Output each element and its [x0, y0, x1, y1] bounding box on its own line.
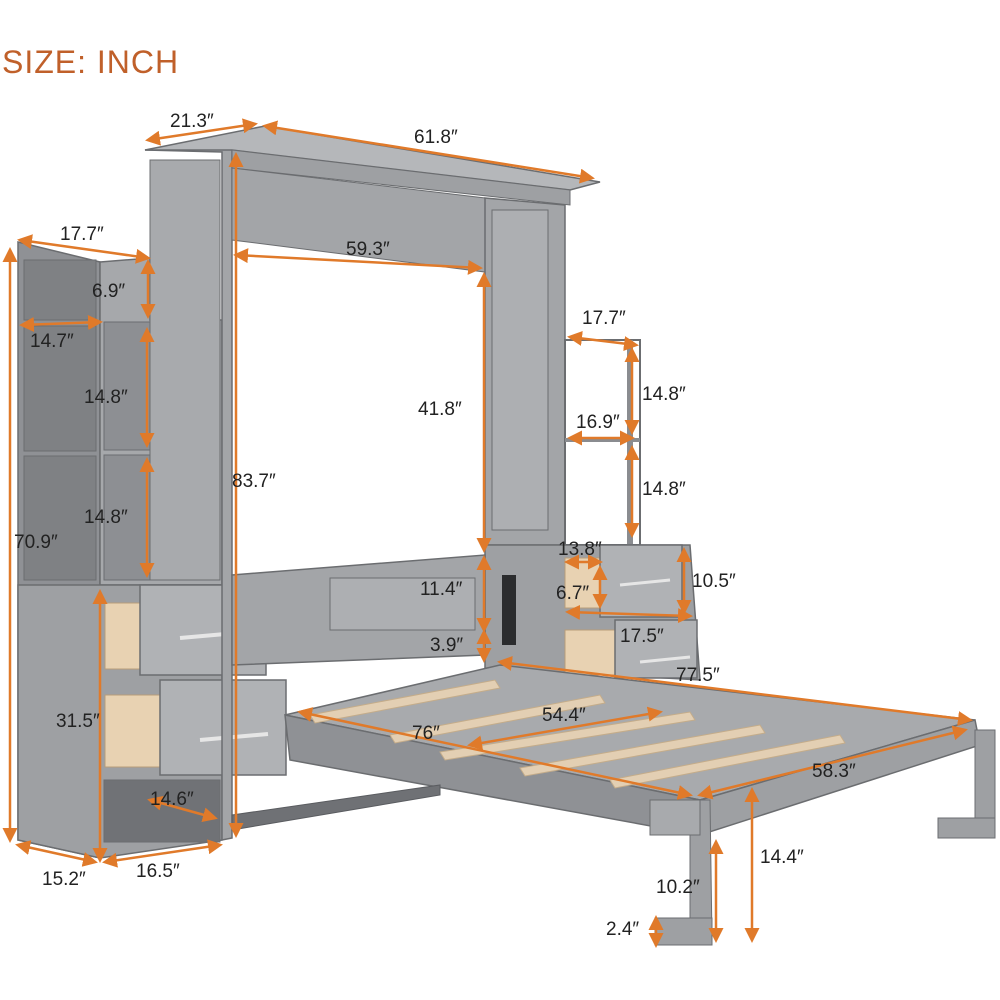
- headboard-panel: [329, 577, 476, 631]
- right-drawer-handle-1: [619, 578, 671, 587]
- left-drawer-inside-2: [104, 694, 164, 768]
- arrow-top-depth: [145, 118, 258, 146]
- arrow-slat-length: [297, 707, 693, 800]
- label-left-tower-height: 70.9″: [14, 532, 58, 553]
- left-side-cubby-1: [23, 259, 97, 321]
- right-leg: [974, 729, 996, 831]
- lift-mechanism: [502, 575, 516, 645]
- label-right-shelf-depth: 17.7″: [582, 308, 626, 329]
- bed-frame: [231, 664, 996, 946]
- label-left-base-width: 16.5″: [136, 861, 180, 882]
- arrow-inner-width: [233, 248, 483, 275]
- arrow-top-width: [262, 120, 595, 184]
- label-left-base-side: 15.2″: [42, 869, 86, 890]
- left-post-front: [149, 159, 221, 581]
- label-inner-width: 59.3″: [346, 239, 390, 260]
- label-slat-length: 76″: [412, 723, 440, 744]
- label-leg-height: 14.4″: [760, 847, 804, 868]
- label-drawer-inner-height: 6.7″: [556, 583, 590, 604]
- label-right-shelf-height-1: 14.8″: [642, 384, 686, 405]
- arrow-right-shelf-depth: [567, 330, 639, 352]
- front-leg-bracket: [649, 799, 701, 836]
- label-base-gap: 3.9″: [430, 635, 464, 656]
- label-drawer-width: 17.5″: [620, 626, 664, 647]
- right-leg-foot: [937, 817, 996, 839]
- page-title: SIZE: INCH: [2, 44, 180, 80]
- arrow-bed-inner-width: [467, 706, 663, 751]
- arrow-bed-length: [497, 656, 973, 726]
- left-side-cubby-3: [23, 455, 97, 581]
- dimension-lines: [2, 118, 973, 948]
- label-leg-inner-height: 10.2″: [656, 877, 700, 898]
- right-drawer-inside-2: [564, 629, 621, 676]
- label-left-top-shelf-height: 6.9″: [92, 281, 126, 302]
- arrow-left-base-width: [102, 839, 223, 868]
- label-headboard-height: 11.4″: [420, 579, 463, 600]
- label-left-drawer-height: 31.5″: [56, 711, 100, 732]
- label-right-shelf-height-2: 14.8″: [642, 479, 686, 500]
- label-bed-width: 58.3″: [812, 761, 856, 782]
- label-top-depth: 21.3″: [170, 111, 214, 132]
- front-leg-foot: [654, 917, 713, 946]
- label-drawer-height: 10.5″: [692, 571, 736, 592]
- label-left-shelf-height-1: 14.8″: [84, 387, 128, 408]
- arrow-bed-width: [697, 725, 968, 800]
- label-left-shelf-height-2: 14.8″: [84, 507, 128, 528]
- arrow-left-base-side: [15, 840, 98, 867]
- arrow-drawer-width: [565, 604, 693, 624]
- left-side-cubby-2: [23, 325, 97, 452]
- arrow-left-shelf-width: [19, 314, 103, 333]
- label-right-shelf-width: 16.9″: [576, 412, 620, 433]
- label-overall-height: 83.7″: [232, 471, 276, 492]
- label-top-width: 61.8″: [414, 127, 458, 148]
- label-leg-foot: 2.4″: [606, 919, 640, 940]
- label-left-tower-depth: 17.7″: [60, 224, 104, 245]
- arrow-left-base-depth: [147, 795, 218, 823]
- label-drawer-inner-width: 13.8″: [558, 539, 602, 560]
- left-drawer-inside-1: [104, 602, 146, 670]
- under-rail: [231, 784, 441, 831]
- label-inner-height: 41.8″: [418, 399, 462, 420]
- right-post-inner: [491, 209, 549, 531]
- label-bed-length: 77.5″: [676, 665, 720, 686]
- arrow-left-tower-depth: [17, 234, 151, 264]
- label-left-base-depth: 14.6″: [150, 789, 194, 810]
- label-bed-inner-width: 54.4″: [542, 705, 586, 726]
- label-left-shelf-width: 14.7″: [30, 331, 74, 352]
